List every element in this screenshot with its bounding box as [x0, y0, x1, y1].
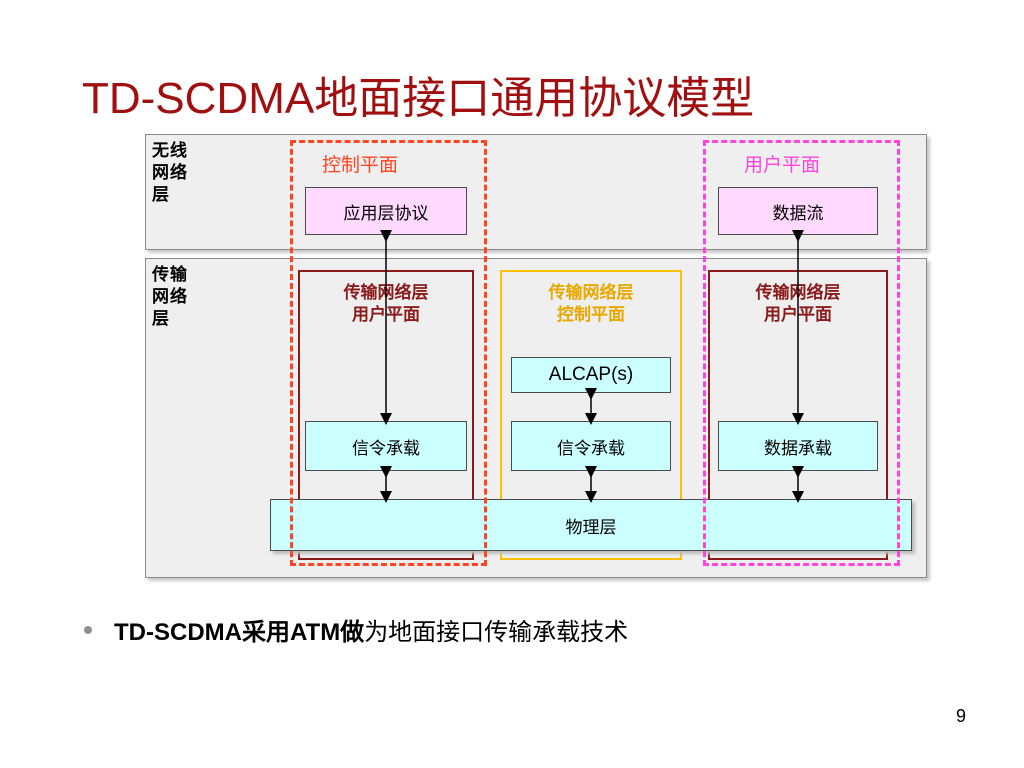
signal-bearer-box-2: 信令承载: [511, 421, 671, 471]
data-stream-box: 数据流: [718, 187, 878, 235]
bullet-dot-icon: [84, 625, 92, 634]
slide-title: TD-SCDMA地面接口通用协议模型: [82, 74, 755, 123]
bullet-item: TD-SCDMA采用ATM做为地面接口传输承载技术: [84, 612, 628, 647]
radio-network-layer-label: 无线网络层: [152, 141, 188, 205]
data-bearer-box: 数据承载: [718, 421, 878, 471]
user-plane-frame: [703, 140, 900, 566]
physical-layer-box: 物理层: [270, 499, 912, 551]
tn-control-plane-title: 传输网络层 控制平面: [548, 283, 634, 325]
user-plane-title: 用户平面: [744, 154, 821, 176]
protocol-model-diagram: 无线网络层 传输网络层 传输网络层 用户平面 传输网络层 控制平面 传输网络层 …: [140, 130, 940, 582]
tn-control-plane-frame: 传输网络层 控制平面: [500, 270, 682, 560]
bullet-bold-text: TD-SCDMA采用ATM做: [114, 619, 365, 646]
page-number: 9: [955, 706, 966, 726]
control-plane-frame: [290, 140, 487, 566]
transport-network-layer-label: 传输网络层: [152, 265, 188, 329]
control-plane-title: 控制平面: [322, 154, 399, 176]
alcap-box: ALCAP(s): [511, 357, 671, 393]
bullet-normal-text: 为地面接口传输承载技术: [364, 618, 629, 646]
application-protocol-box: 应用层协议: [305, 187, 467, 235]
connector-arrows: [380, 230, 804, 503]
signal-bearer-box-1: 信令承载: [305, 421, 467, 471]
bullet-text: TD-SCDMA采用ATM做为地面接口传输承载技术: [114, 612, 628, 647]
